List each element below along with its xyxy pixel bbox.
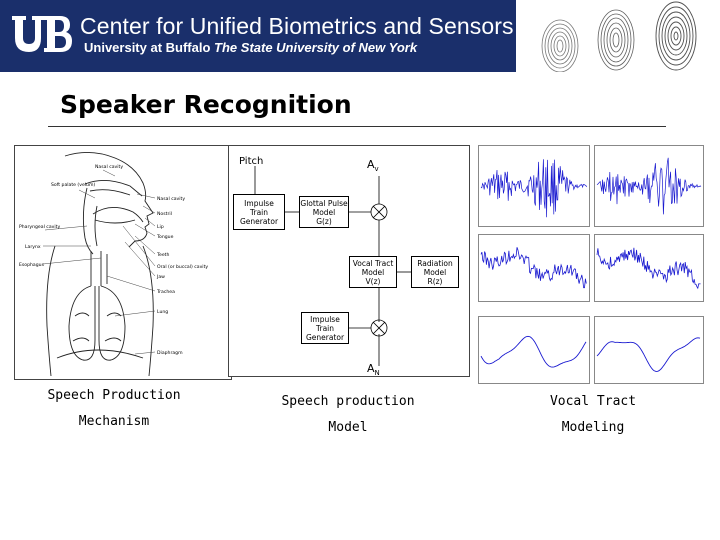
label-nostril: Nostril — [157, 211, 172, 217]
an-label: AN — [367, 362, 380, 377]
label-lip: Lip — [157, 224, 164, 230]
label-nasal-cavity: Nasal cavity — [157, 196, 185, 202]
envelope-1 — [480, 335, 587, 368]
noise-gen-line2: Train — [316, 323, 334, 333]
glottal-line3: G(z) — [316, 216, 332, 226]
spectrum-panel-1 — [478, 234, 590, 302]
label-oral-cavity: Oral (or buccal) cavity — [157, 264, 208, 270]
label-larynx: Larynx — [25, 244, 41, 250]
envelope-panel-2 — [594, 316, 704, 384]
center-title: Center for Unified Biometrics and Sensor… — [80, 13, 514, 39]
vocal-line1: Vocal Tract — [352, 258, 394, 268]
label-nasal-cavity-top: Nasal cavity — [95, 164, 123, 170]
spectrum-2 — [596, 247, 701, 290]
av-text: A — [367, 158, 375, 171]
vocal-line3: V(z) — [365, 276, 381, 286]
model-caption-line1: Speech production — [281, 394, 415, 409]
mechanism-caption-line1: Speech Production — [47, 388, 181, 403]
impulse-gen-line1: Impulse — [244, 198, 274, 208]
label-lung: Lung — [157, 309, 168, 315]
university-name: University at Buffalo — [84, 40, 211, 55]
tract-caption-line1: Vocal Tract — [549, 394, 637, 409]
envelope-2 — [596, 337, 701, 372]
label-teeth: Teeth — [156, 252, 169, 258]
waveform-panel-2 — [594, 145, 704, 227]
an-subscript: N — [374, 369, 380, 378]
model-caption-line2: Model — [328, 420, 368, 435]
title-rule — [48, 126, 666, 127]
tract-caption-line2: Modeling — [561, 420, 625, 435]
label-pharyngeal: Pharyngeal cavity — [19, 224, 60, 230]
vocal-line2: Model — [361, 267, 385, 277]
envelope-panel-1 — [478, 316, 590, 384]
slide-title: Speaker Recognition — [60, 90, 352, 119]
university-suffix: The State University of New York — [214, 40, 418, 55]
fingerprints-image — [516, 0, 720, 72]
an-text: A — [367, 362, 375, 375]
label-esophagus: Esophagus — [19, 262, 45, 268]
spectrum-panel-2 — [594, 234, 704, 302]
waveform-panel-1 — [478, 145, 590, 227]
model-connections — [254, 166, 411, 366]
glottal-line1: Glottal Pulse — [300, 198, 348, 208]
av-label: Av — [367, 158, 379, 173]
radiation-line1: Radiation — [417, 258, 453, 268]
pitch-label: Pitch — [239, 156, 264, 167]
radiation-line3: R(z) — [427, 276, 443, 286]
noise-gen-line1: Impulse — [310, 314, 340, 324]
label-soft-palate: Soft palate (velum) — [51, 182, 95, 188]
impulse-gen-line2: Train — [250, 207, 268, 217]
header-blue-band — [0, 0, 516, 72]
university-line: University at Buffalo The State Universi… — [84, 40, 417, 55]
spectrum-1 — [480, 247, 587, 289]
waveform-1 — [480, 159, 587, 218]
av-subscript: v — [374, 165, 379, 174]
impulse-gen-line3: Generator — [239, 216, 279, 226]
vocal-anatomy-drawing: Nasal cavity Soft palate (velum) Nasal c… — [19, 152, 208, 377]
glottal-line2: Model — [312, 207, 336, 217]
ub-logo — [12, 16, 72, 52]
label-diaphragm: Diaphragm — [157, 350, 183, 356]
radiation-line2: Model — [423, 267, 447, 277]
label-jaw: Jaw — [156, 274, 165, 280]
noise-gen-line3: Generator — [305, 332, 345, 342]
mechanism-caption-line2: Mechanism — [78, 414, 150, 429]
label-trachea: Trachea — [156, 289, 175, 295]
mechanism-diagram: Nasal cavity Soft palate (velum) Nasal c… — [14, 145, 232, 380]
label-tongue: Tongue — [156, 234, 174, 240]
waveform-2 — [596, 157, 702, 215]
